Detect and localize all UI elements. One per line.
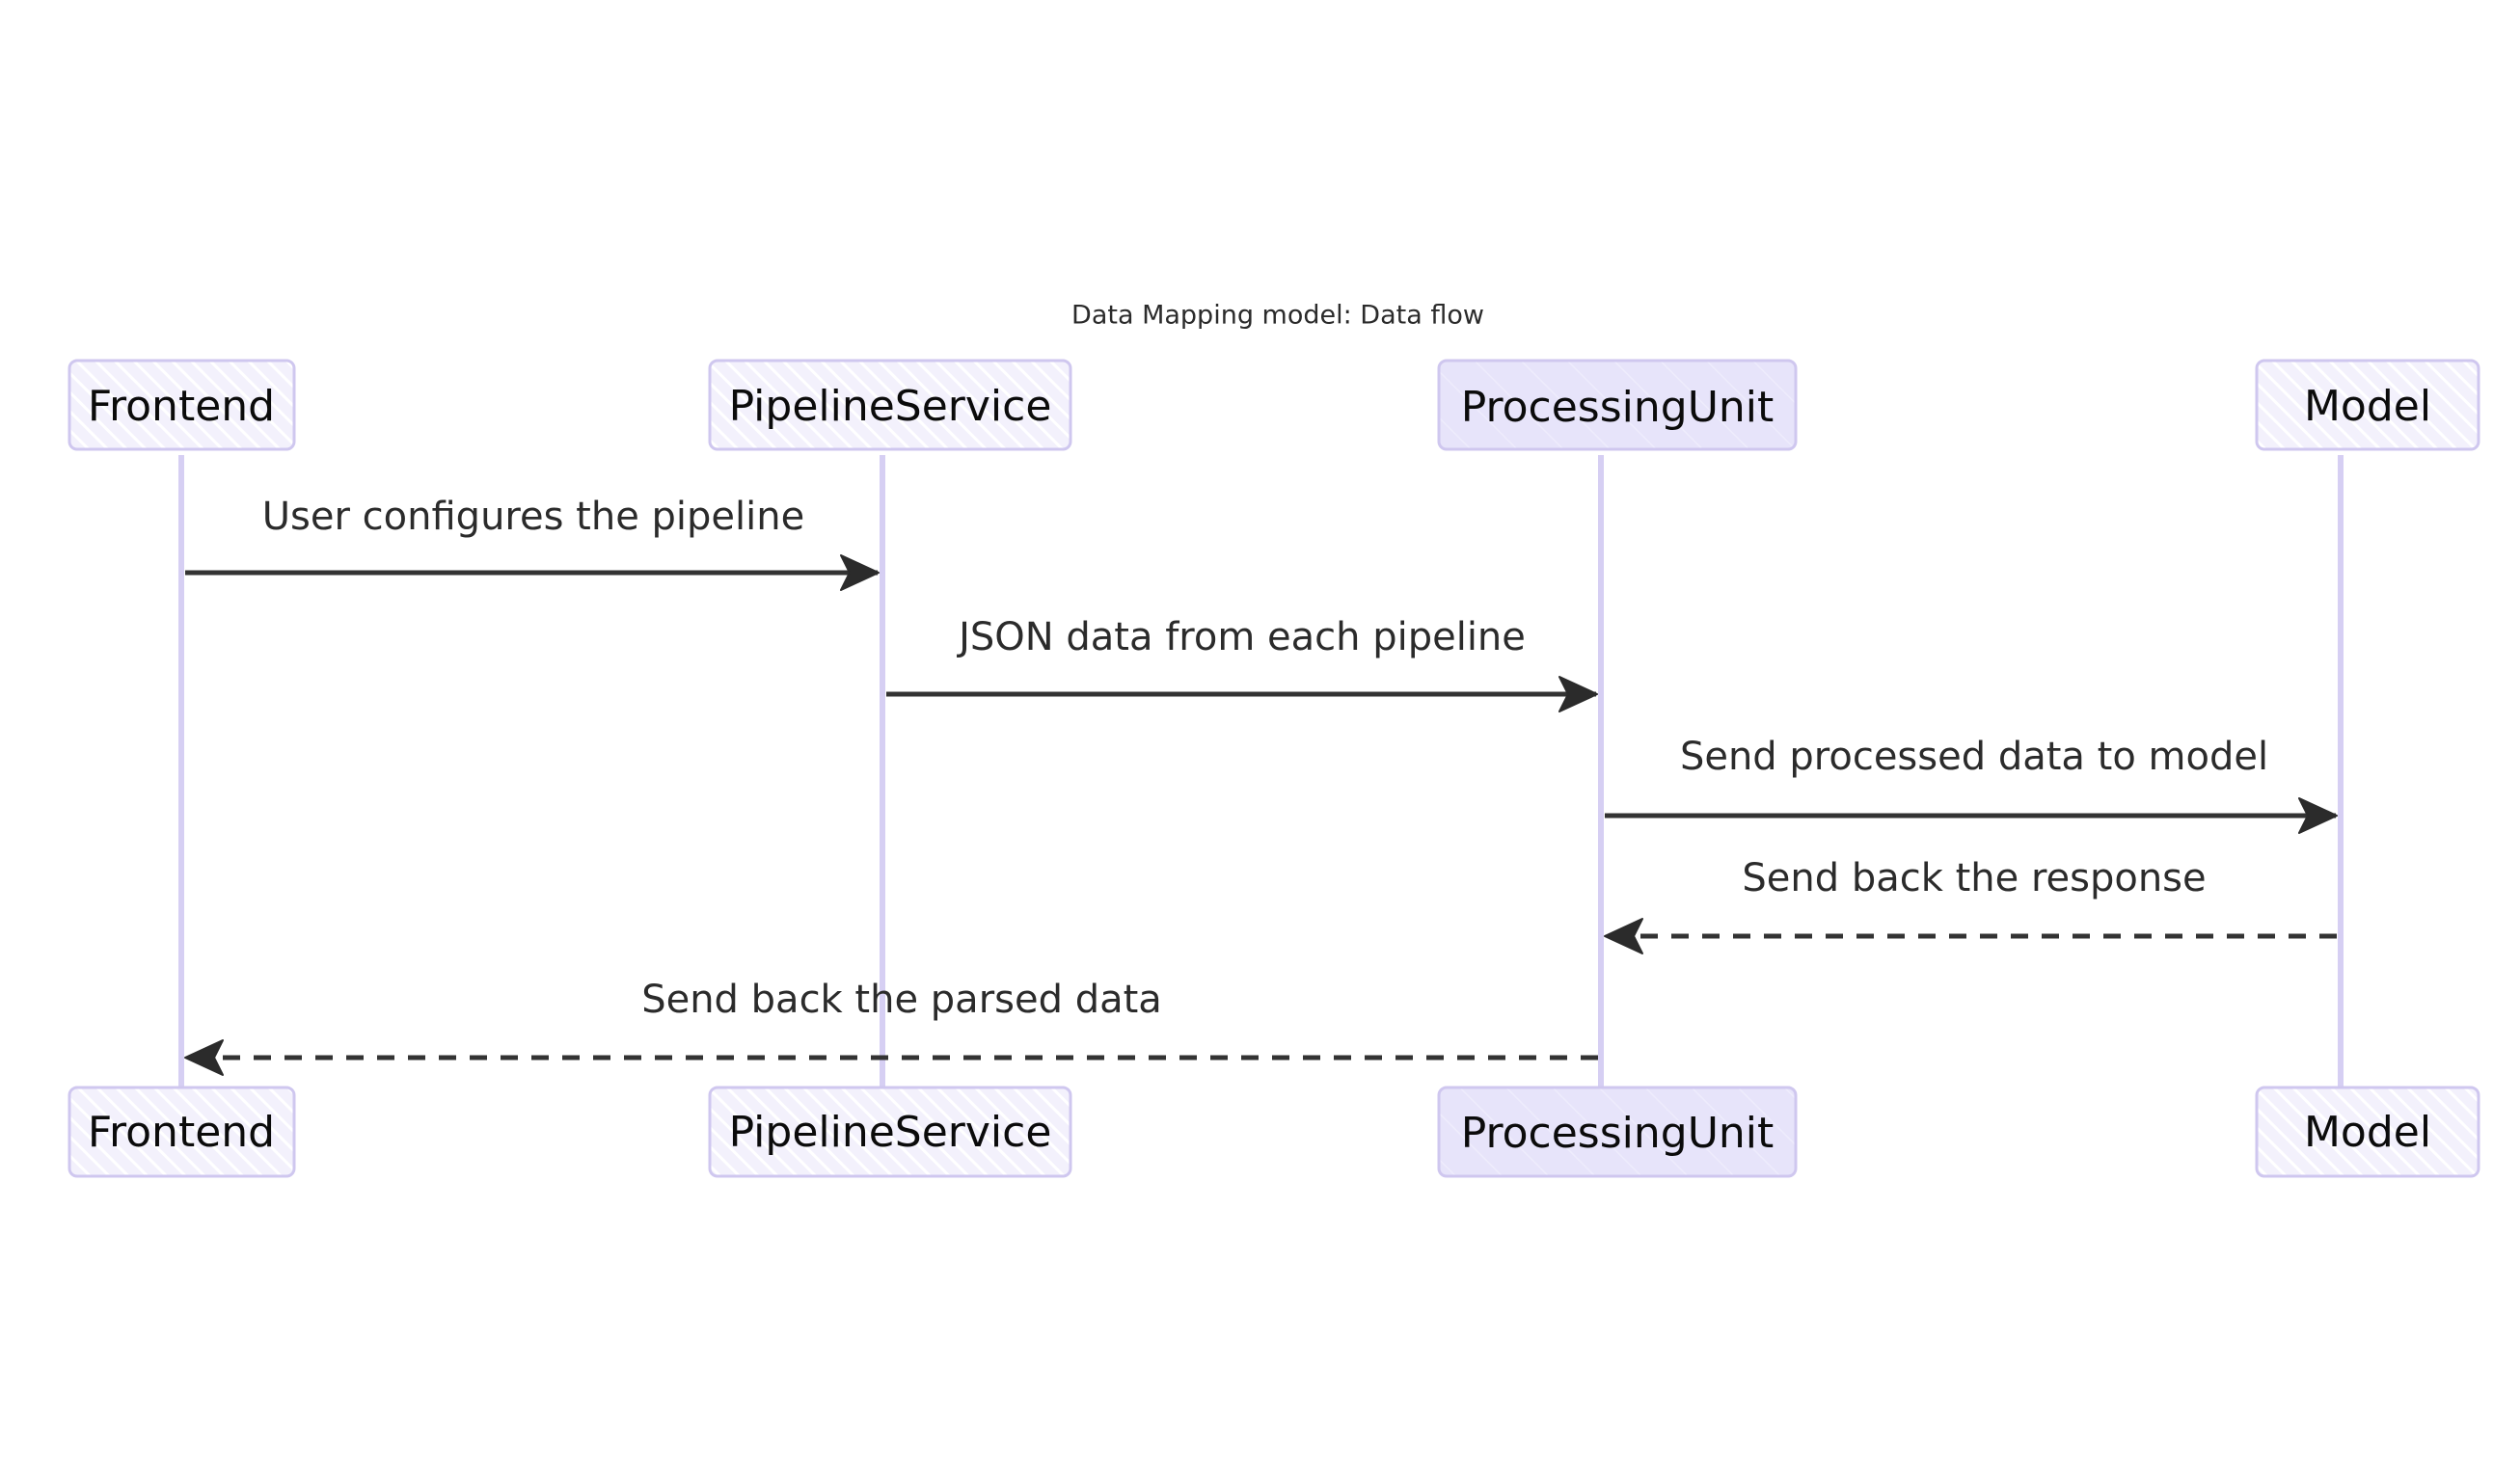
message-3[interactable]: Send processed data to model <box>1605 735 2338 834</box>
actor-label-model-top: Model <box>2304 382 2431 431</box>
actor-label-processingunit-bottom: ProcessingUnit <box>1461 1109 1775 1158</box>
actor-boxes-top: Frontend PipelineService ProcessingUnit … <box>68 359 2480 451</box>
message-1-label: User configures the pipeline <box>262 495 804 539</box>
message-2-arrowhead <box>1558 676 1598 712</box>
message-5[interactable]: Send back the parsed data <box>184 978 1598 1076</box>
actor-label-frontend-bottom: Frontend <box>88 1108 275 1157</box>
actor-box-frontend-bottom[interactable]: Frontend <box>68 1086 296 1178</box>
actor-boxes-bottom: Frontend PipelineService ProcessingUnit … <box>68 1086 2480 1178</box>
message-3-arrowhead <box>2298 797 2338 834</box>
actor-label-pipelineservice-bottom: PipelineService <box>729 1108 1052 1157</box>
actor-box-processingunit-top[interactable]: ProcessingUnit <box>1437 359 1798 451</box>
actor-box-model-bottom[interactable]: Model <box>2255 1086 2480 1178</box>
actor-label-pipelineservice-top: PipelineService <box>729 382 1052 431</box>
diagram-title: Data Mapping model: Data flow <box>1071 301 1484 331</box>
actor-box-processingunit-bottom[interactable]: ProcessingUnit <box>1437 1086 1798 1178</box>
lifelines-group <box>178 455 2344 1088</box>
message-4[interactable]: Send back the response <box>1604 856 2337 954</box>
message-1-arrowhead <box>840 554 880 591</box>
actor-label-frontend-top: Frontend <box>88 382 275 431</box>
actor-label-model-bottom: Model <box>2304 1108 2431 1157</box>
message-2-label: JSON data from each pipeline <box>956 615 1526 659</box>
message-1[interactable]: User configures the pipeline <box>185 495 880 591</box>
message-5-arrowhead <box>184 1039 224 1076</box>
actor-box-model-top[interactable]: Model <box>2255 359 2480 451</box>
message-3-label: Send processed data to model <box>1680 735 2268 779</box>
actor-label-processingunit-top: ProcessingUnit <box>1461 383 1775 432</box>
actor-box-frontend-top[interactable]: Frontend <box>68 359 296 451</box>
actor-box-pipelineservice-bottom[interactable]: PipelineService <box>708 1086 1072 1178</box>
message-4-label: Send back the response <box>1742 856 2206 900</box>
message-2[interactable]: JSON data from each pipeline <box>886 615 1598 712</box>
actor-box-pipelineservice-top[interactable]: PipelineService <box>708 359 1072 451</box>
message-4-arrowhead <box>1604 918 1643 954</box>
message-5-label: Send back the parsed data <box>641 978 1162 1022</box>
